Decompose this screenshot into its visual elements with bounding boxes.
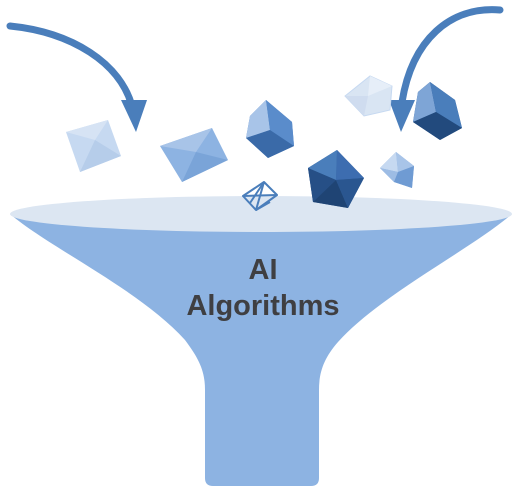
pentagon-dark-icon (308, 150, 364, 208)
cube-light-icon (66, 120, 121, 172)
pentagon-light-icon (344, 75, 393, 117)
small-polyhedron-icon (380, 152, 414, 188)
polyhedron-medium-icon (246, 100, 294, 158)
curved-arrow-right-icon (389, 6, 504, 132)
polyhedron-dark-icon (413, 82, 462, 140)
funnel-rim (10, 196, 512, 232)
funnel-body (10, 214, 512, 486)
funnel-label-line2: Algorithms (186, 290, 340, 322)
wireframe-octahedron-icon (242, 181, 278, 211)
funnel-label: AI Algorithms (163, 252, 363, 324)
funnel-label-line1: AI (248, 254, 278, 286)
cube-medium-icon (160, 128, 228, 182)
curved-arrow-left-icon (6, 22, 147, 132)
